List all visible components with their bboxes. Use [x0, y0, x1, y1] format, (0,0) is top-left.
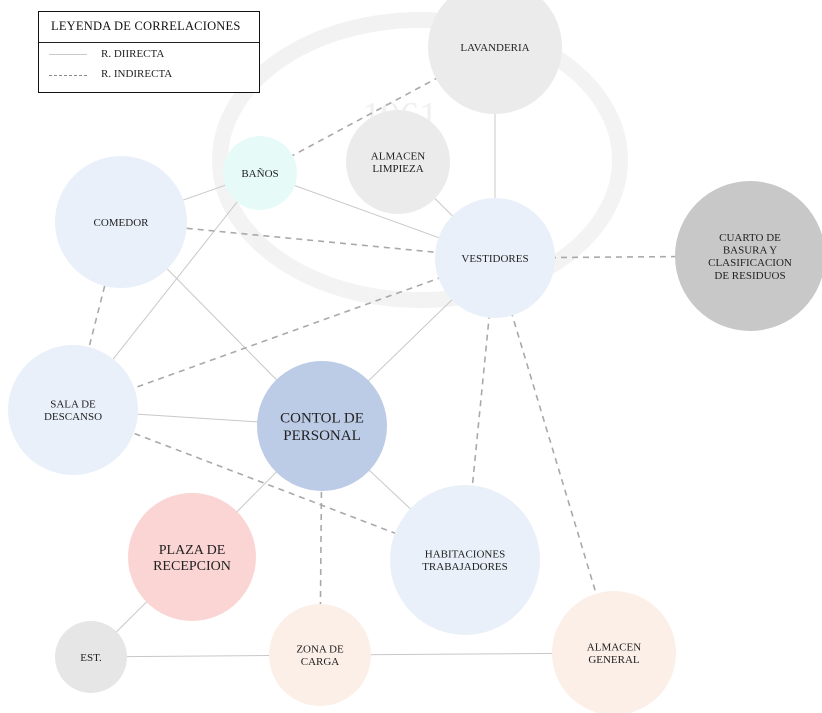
node-label-cuarto-basura: CLASIFICACION	[708, 257, 792, 269]
node-vestidores: VESTIDORES	[435, 198, 555, 318]
node-circle-control-personal	[257, 361, 387, 491]
node-label-plaza-recepcion: PLAZA DE	[159, 543, 226, 558]
node-circle-sala-descanso	[8, 345, 138, 475]
node-label-habitaciones: TRABAJADORES	[422, 561, 508, 573]
node-comedor: COMEDOR	[55, 156, 187, 288]
legend-title: LEYENDA DE CORRELACIONES	[51, 19, 241, 33]
node-label-cuarto-basura: BASURA Y	[723, 245, 777, 257]
node-circle-comedor	[55, 156, 187, 288]
node-label-control-personal: PERSONAL	[283, 428, 361, 444]
node-label-comedor: COMEDOR	[93, 217, 149, 229]
node-circle-almacen-limpieza	[346, 110, 450, 214]
node-label-banos: BAÑOS	[241, 168, 278, 180]
node-lavanderia: LAVANDERIA	[428, 0, 562, 114]
legend-direct-line	[49, 54, 87, 55]
node-circle-plaza-recepcion	[128, 493, 256, 621]
node-label-almacen-limpieza: LIMPIEZA	[372, 163, 423, 175]
node-label-est: EST.	[80, 652, 102, 664]
node-label-plaza-recepcion: RECEPCION	[153, 559, 231, 574]
legend: LEYENDA DE CORRELACIONES R. DIIRECTA R. …	[38, 11, 260, 93]
node-circle-banos	[223, 136, 297, 210]
node-circle-zona-carga	[269, 604, 371, 706]
edge-indirect-vestidores-sala-descanso	[72, 257, 496, 411]
node-label-cuarto-basura: CUARTO DE	[719, 232, 781, 244]
node-circle-habitaciones	[390, 485, 540, 635]
node-label-cuarto-basura: DE RESIDUOS	[714, 270, 785, 282]
node-circle-vestidores	[435, 198, 555, 318]
edge-indirect-sala-descanso-habitaciones	[72, 409, 466, 561]
legend-indirect-label: R. INDIRECTA	[101, 68, 173, 80]
node-est: EST.	[55, 621, 127, 693]
legend-direct-label: R. DIIRECTA	[101, 48, 165, 60]
node-label-lavanderia: LAVANDERIA	[460, 42, 529, 54]
node-circle-almacen-general	[552, 591, 676, 713]
node-label-almacen-general: ALMACEN	[587, 642, 641, 654]
node-label-habitaciones: HABITACIONES	[425, 549, 505, 561]
node-label-zona-carga: CARGA	[301, 656, 340, 668]
node-circle-est	[55, 621, 127, 693]
legend-divider	[39, 42, 259, 43]
node-banos: BAÑOS	[223, 136, 297, 210]
legend-indirect-line	[49, 75, 87, 76]
edge-indirect-comedor-vestidores	[120, 221, 496, 259]
node-label-almacen-general: GENERAL	[588, 654, 640, 666]
node-label-sala-descanso: DESCANSO	[44, 411, 102, 423]
node-circle-lavanderia	[428, 0, 562, 114]
node-label-control-personal: CONTOL DE	[280, 411, 364, 427]
node-label-almacen-limpieza: ALMACEN	[371, 151, 425, 163]
node-label-zona-carga: ZONA DE	[296, 644, 344, 656]
node-label-vestidores: VESTIDORES	[461, 253, 528, 265]
edge-indirect-vestidores-almacen-general	[494, 257, 615, 654]
node-circle-cuarto-basura	[675, 181, 822, 331]
node-label-sala-descanso: SALA DE	[50, 399, 96, 411]
